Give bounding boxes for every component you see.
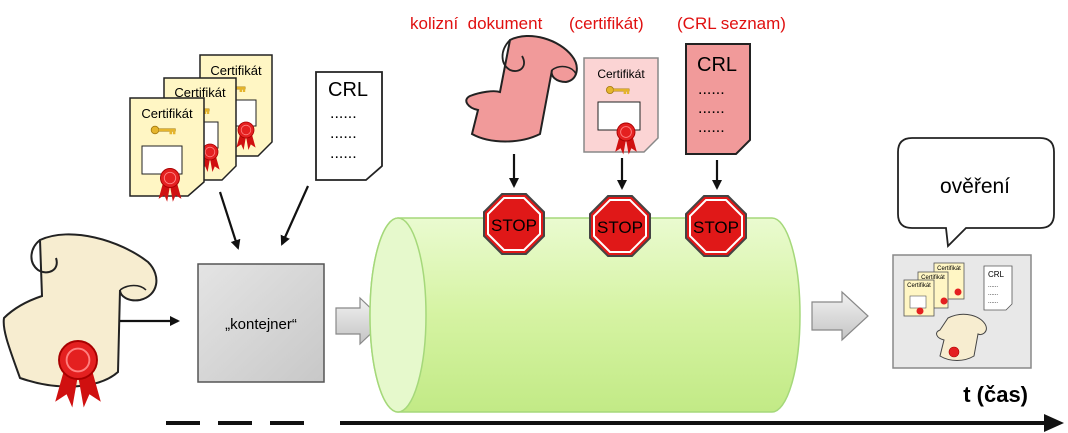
certificate-icon: Certifikát	[129, 97, 205, 203]
collision-crl-label: CRL	[697, 54, 737, 76]
time-axis	[166, 414, 1064, 432]
crl-list-label: (CRL seznam)	[677, 14, 786, 33]
certificate-label-front: Certifikát	[141, 106, 193, 121]
crl-icon: CRL ...... ...... ......	[315, 71, 383, 181]
document-scroll-icon	[2, 233, 158, 409]
certificate-label-middle: Certifikát	[174, 85, 226, 100]
speech-bubble-icon: ověření	[897, 137, 1055, 248]
mini-certificate-label-1: Certifikát	[937, 266, 961, 272]
certificate-label-back: Certifikát	[210, 63, 262, 78]
verification-label: ověření	[940, 175, 1010, 198]
mini-crl-dots-2: ......	[988, 291, 998, 297]
collision-crl-dots-1: ......	[698, 81, 725, 98]
container-box	[197, 263, 325, 383]
collision-document-scroll-icon	[465, 35, 578, 143]
certificate-paren-label: (certifikát)	[569, 14, 644, 33]
stop-sign-icon: STOP	[685, 195, 747, 257]
collision-certificate-label: Certifikát	[597, 67, 645, 81]
crl-dots-3: ......	[330, 145, 357, 162]
crl-dots-2: ......	[330, 125, 357, 142]
stop-sign-icon: STOP	[483, 193, 545, 255]
collision-certificate-icon: Certifikát	[583, 57, 659, 155]
stop-sign-icon: STOP	[589, 195, 651, 257]
collision-document-label: kolizní dokument	[410, 14, 543, 33]
mini-crl-dots-3: ......	[988, 299, 998, 305]
collision-crl-icon: CRL ...... ...... ......	[685, 43, 751, 155]
collision-crl-dots-3: ......	[698, 119, 725, 136]
mini-certificate-label-2: Certifikát	[921, 275, 945, 281]
block-arrow-cylinder-to-verification	[811, 290, 869, 342]
timeline-cylinder	[369, 217, 801, 413]
mini-certificate-label-3: Certifikát	[907, 283, 931, 289]
crl-dots-1: ......	[330, 105, 357, 122]
container-label: „kontejner“	[225, 316, 297, 333]
collision-crl-dots-2: ......	[698, 100, 725, 117]
arrow-certificates-to-container	[218, 191, 241, 250]
certificate-stack: Certifikát Certifikát Certifikát	[129, 54, 273, 203]
arrow-crl-to-container	[280, 185, 310, 246]
stop-label-3: STOP	[693, 218, 739, 237]
crl-label: CRL	[328, 79, 368, 101]
stop-label-2: STOP	[597, 218, 643, 237]
stop-label-1: STOP	[491, 216, 537, 235]
time-axis-label: t (čas)	[963, 382, 1028, 407]
mini-crl-dots-1: ......	[988, 283, 998, 289]
mini-crl-label: CRL	[988, 270, 1005, 279]
verification-box: Certifikát Certifikát Certifikát CRL ...…	[892, 254, 1032, 369]
